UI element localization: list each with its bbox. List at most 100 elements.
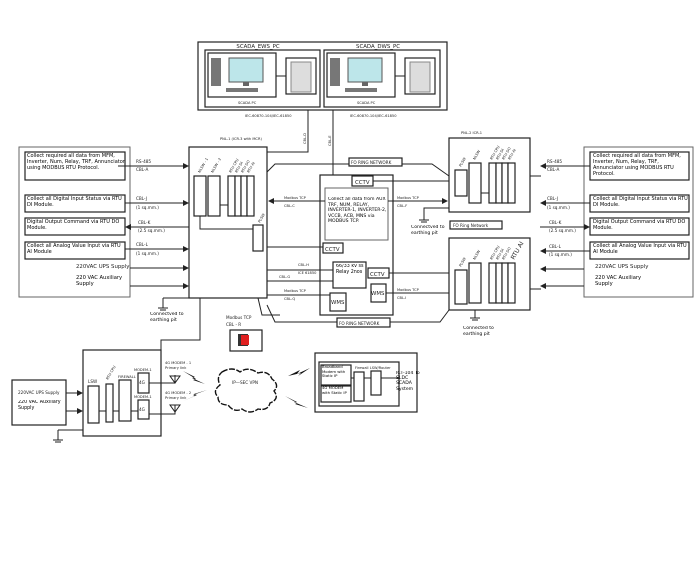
- lsw-label: LSW: [88, 379, 97, 384]
- link2-label: 4G MODEM - 2: [165, 391, 191, 395]
- field-left-aux: 220 VAC Auxiliary Supply: [76, 275, 123, 287]
- wms-label: WMS: [331, 300, 345, 306]
- cctv-label: CCTV: [325, 247, 340, 253]
- center-substation: FO RING NETWORK FO RING NETWORK Collect …: [266, 157, 450, 328]
- pnl2-top-labels: PLSW NLSW RTU CPU RTU DI RTU DO RTU AI: [458, 145, 516, 168]
- wireless-signal-icon: [183, 390, 207, 401]
- center-collect-text: Collect all data from AUX TRF, NUM, RELA…: [328, 197, 387, 225]
- modem1-label: MODEM-1: [134, 368, 152, 372]
- fo-ring-bottom-label: FO RING NETWORK: [339, 321, 380, 326]
- module-label: NLSW - 2: [210, 157, 222, 173]
- cable-label: CBL-Q: [284, 297, 295, 301]
- cctv-label: CCTV: [370, 272, 385, 278]
- module-label: PLSW: [458, 256, 467, 267]
- cable-label: CBL-C: [284, 204, 295, 208]
- fo-ring-bottom: [336, 317, 391, 328]
- cable-label: CBL-L: [549, 244, 562, 249]
- relay-label: 66/33 kv ss Relay 2nos: [336, 264, 364, 275]
- computer-icon: [207, 52, 317, 98]
- 4g-label: 4G: [139, 407, 145, 412]
- cbl-e-label: CBL-E: [328, 135, 332, 146]
- cable-label: (1 sq.mm.): [136, 251, 159, 256]
- module-label: RTU DO: [501, 146, 511, 160]
- module-label: RTU CPU: [228, 158, 239, 174]
- cable-label: (1 sq.mm.): [547, 205, 570, 210]
- module-label: PLSW: [458, 156, 467, 167]
- cable-label: Modbus TCP: [397, 288, 420, 292]
- scada-workstations: SCADA_EWS_PC SCADA_DWS_PC SCADA PC SCADA…: [197, 41, 448, 175]
- module-label: NLSW - 1: [197, 157, 209, 173]
- cable-label: CBL-J: [136, 196, 147, 201]
- fo-ring-top-label: FO RING NETWORK: [351, 160, 392, 165]
- cable-label: CBL-J: [547, 196, 558, 201]
- cable-label: CBL-H: [298, 263, 309, 267]
- ews-title: SCADA_EWS_PC: [236, 44, 279, 50]
- wireless-signal-icon: [288, 368, 310, 376]
- modbus-r-link: Modbus TCP CBL - R: [160, 297, 280, 352]
- rtu-cpu-label: RTU CPU: [105, 365, 116, 381]
- module-label: RTU CPU: [489, 245, 500, 261]
- module-label: NLSW: [472, 149, 481, 161]
- cable-label: Modbus TCP: [284, 289, 307, 293]
- field-left: Collect required all data from MFM, Inve…: [18, 146, 189, 298]
- pnl1-title: PNL-1 (ICR-3 with MCR): [220, 137, 262, 141]
- iec-left-label: IEC-60870-104/IEC-61850: [245, 114, 292, 118]
- module-label: PLSW: [257, 212, 266, 223]
- antenna-icon: [169, 375, 181, 384]
- module-label: RTU DI: [234, 161, 243, 173]
- field-right-item-2: Collect all Digital Input Status via RTU…: [593, 196, 688, 208]
- field-left-item-2: Collect all Digital Input Status via RTU…: [27, 196, 122, 208]
- earth-left-label: Connectved to earthing pit: [150, 312, 184, 323]
- cable-label: CBL-L: [136, 242, 149, 247]
- pnl-1: PNL-1 (ICR-3 with MCR) NLSW - 1 NLSW - 2…: [150, 137, 268, 323]
- dws-title: SCADA_DWS_PC: [356, 44, 400, 50]
- field-left-item-4: Collect all Analog Value Input via RTU A…: [27, 243, 121, 255]
- dws-pc-label: SCADA PC: [357, 101, 376, 105]
- cable-label: CBL-K: [138, 220, 151, 225]
- cable-label: RS-485: [136, 159, 151, 164]
- comm-aux: 220 VAC Auxiliary Supply: [18, 400, 61, 411]
- wireless-signal-icon: [285, 396, 308, 408]
- field-right-aux: 220 VAC Auxiliary Supply: [595, 275, 642, 287]
- cable-label: CBL-G: [279, 275, 290, 279]
- firewall-router-label: Firewall LSW/Router: [355, 366, 391, 370]
- field-right-item-1: Collect required all data from MFM, Inve…: [593, 153, 681, 177]
- cable-label: Modbus TCP: [284, 196, 307, 200]
- cable-label: Modbus TCP: [397, 196, 420, 200]
- link2-sub: Primary link: [165, 396, 187, 400]
- ews-pc-label: SCADA PC: [238, 101, 257, 105]
- cable-label: CBL - R: [226, 322, 241, 327]
- field-left-ups: 220VAC UPS Supply: [76, 264, 130, 270]
- module-label: RTU DO: [240, 159, 250, 173]
- fo-ring-right: [449, 220, 503, 230]
- link1-sub: Primary link: [165, 366, 187, 370]
- fo-ring-top: [348, 157, 403, 167]
- cable-label: RS-485: [547, 159, 562, 164]
- sldc-label: ICT-104 To SLDC SCADA System: [396, 371, 420, 392]
- module-label: RTU DI: [495, 248, 504, 260]
- iec-right-label: IEC-60870-104/IEC-61850: [350, 114, 397, 118]
- cable-label: (1 sq.mm.): [549, 252, 572, 257]
- wireless-signal-icon: [183, 371, 205, 384]
- field-right-item-4: Collect all Analog Value Input via RTU A…: [593, 243, 687, 255]
- wms-label: WMS: [371, 291, 385, 297]
- comm-ups: 220VAC UPS Supply: [18, 390, 60, 395]
- cable-label: ICE 61850: [298, 271, 317, 275]
- module-label: NLSW: [472, 249, 481, 261]
- earth-right-label: Connected to earthing pit: [463, 326, 494, 337]
- module-label: RTU DI: [495, 148, 504, 160]
- cable-label: CBL-K: [549, 220, 562, 225]
- cbl-d-label: CBL-D: [303, 133, 307, 144]
- computer-icon: [326, 52, 436, 98]
- field-left-item-3: Digital Output Command via RTU DO Module…: [27, 219, 120, 231]
- cable-label: Modbus TCP: [226, 315, 252, 320]
- module-label: RTU CPU: [489, 145, 500, 161]
- cable-label: CBL-A: [136, 167, 148, 172]
- modem2-label: MODEM-1: [134, 395, 152, 399]
- cctv-label: CCTV: [355, 180, 370, 186]
- module-label: RTU AI: [246, 161, 255, 173]
- cable-label: (1 sq.mm.): [136, 205, 159, 210]
- antenna-icon: [169, 404, 181, 413]
- comm-panel: 220VAC UPS Supply 220 VAC Auxiliary Supp…: [11, 349, 207, 443]
